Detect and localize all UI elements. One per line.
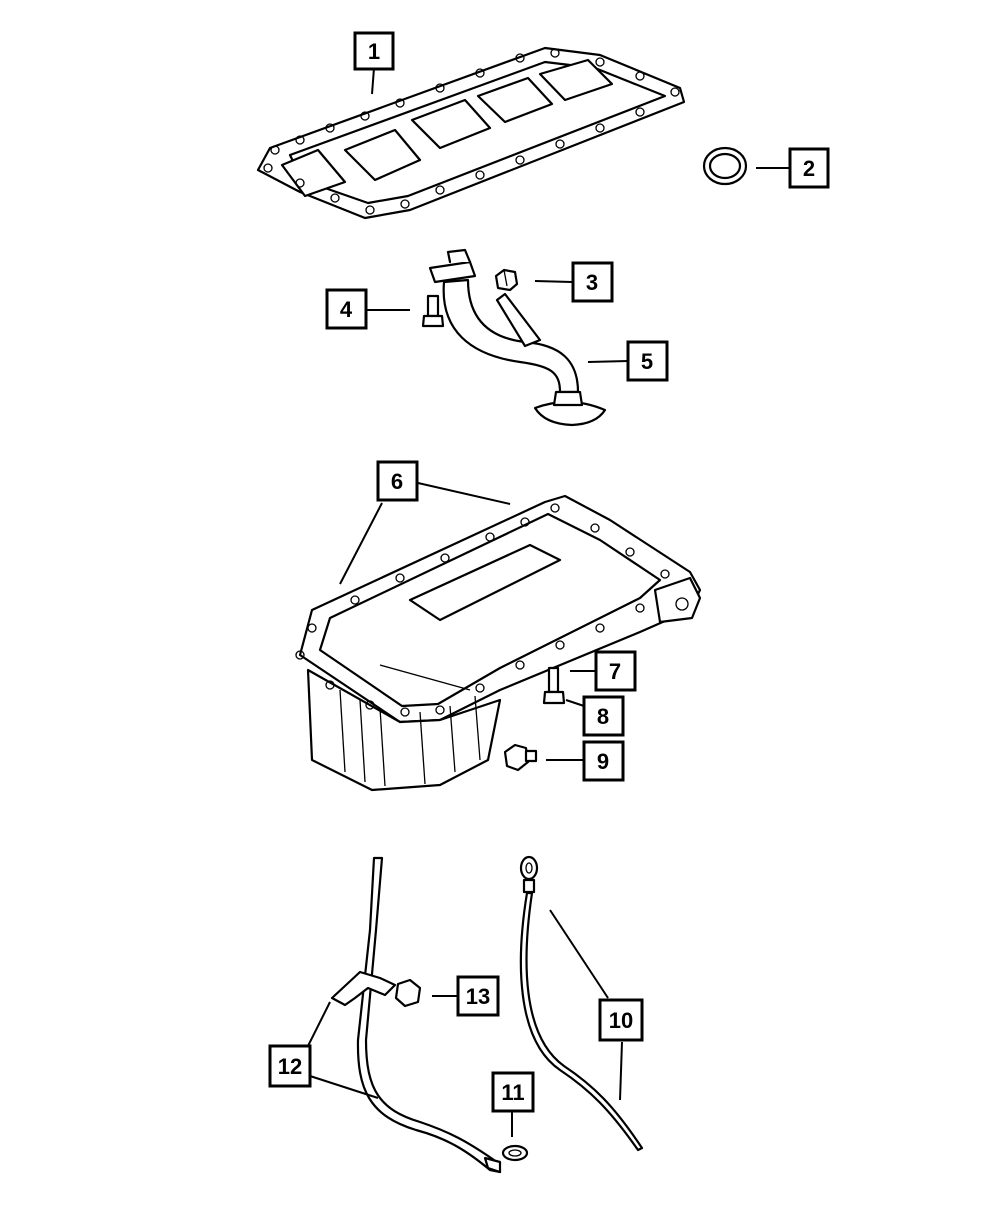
callout-3[interactable]: 3: [571, 261, 614, 303]
oil-pan-gasket[interactable]: [256, 46, 686, 220]
oil-pickup-tube[interactable]: [428, 248, 607, 427]
callout-8[interactable]: 8: [582, 695, 625, 737]
oil-pan[interactable]: [295, 494, 702, 792]
callout-9[interactable]: 9: [582, 740, 625, 782]
callout-label: 7: [609, 659, 621, 684]
callout-label: 1: [368, 39, 380, 64]
callout-label: 5: [641, 349, 653, 374]
hex-nut[interactable]: [494, 268, 519, 292]
callout-label: 2: [803, 156, 815, 181]
dipstick-tube[interactable]: [356, 856, 502, 1174]
callout-label: 11: [501, 1080, 524, 1105]
drain-plug[interactable]: [503, 743, 538, 772]
o-ring-seal[interactable]: [702, 146, 748, 186]
bolt[interactable]: [421, 294, 445, 328]
callout-11[interactable]: 11: [491, 1071, 535, 1113]
callout-13[interactable]: 13: [456, 975, 500, 1017]
callout-7[interactable]: 7: [594, 650, 637, 692]
pan-bolt[interactable]: [542, 690, 566, 705]
leader-lines: [305, 67, 790, 1137]
callout-label: 13: [466, 984, 490, 1009]
callout-label: 3: [586, 270, 598, 295]
callout-2[interactable]: 2: [788, 147, 830, 189]
callout-6[interactable]: 6: [376, 460, 419, 502]
callout-label: 9: [597, 749, 609, 774]
dipstick-o-ring[interactable]: [501, 1144, 529, 1162]
tube-bracket-nut[interactable]: [330, 970, 422, 1008]
callout-10[interactable]: 10: [598, 998, 644, 1042]
callout-label: 10: [609, 1008, 633, 1033]
callout-1[interactable]: 1: [353, 31, 395, 71]
callout-label: 4: [340, 297, 353, 322]
callout-5[interactable]: 5: [626, 340, 669, 382]
callout-label: 6: [391, 469, 403, 494]
callout-4[interactable]: 4: [325, 288, 368, 330]
callout-12[interactable]: 12: [268, 1044, 312, 1088]
stud[interactable]: [547, 666, 560, 694]
oil-dipstick[interactable]: [519, 855, 644, 1152]
callout-label: 12: [278, 1054, 302, 1079]
callout-label: 8: [597, 704, 609, 729]
